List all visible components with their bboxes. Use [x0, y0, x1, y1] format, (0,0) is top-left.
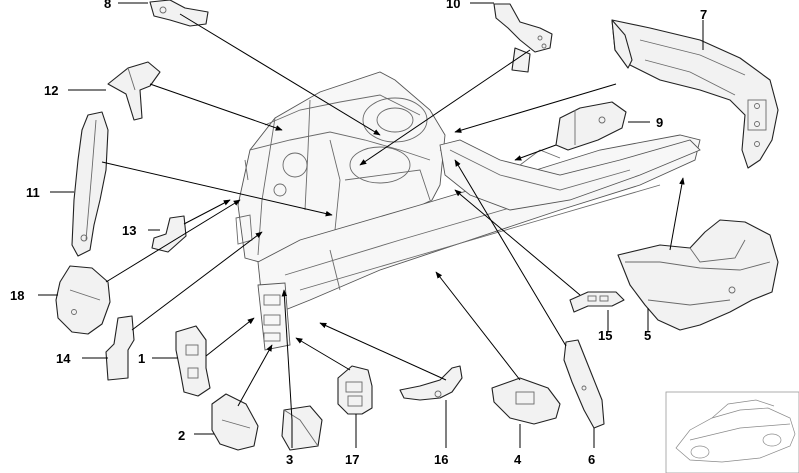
front-end-body-assembly — [235, 71, 701, 351]
part-5-heat-shield — [617, 219, 779, 331]
part-7-wheelhouse-panel — [611, 19, 779, 169]
callout-3: 3 — [286, 452, 293, 467]
callout-1: 1 — [138, 351, 145, 366]
callout-8: 8 — [104, 0, 111, 11]
callout-9: 9 — [656, 115, 663, 130]
part-11-pillar — [71, 111, 109, 257]
callout-7: 7 — [700, 7, 707, 22]
callout-2: 2 — [178, 428, 185, 443]
callout-10: 10 — [446, 0, 460, 11]
part-1-bracket — [175, 325, 211, 397]
leader-lines — [38, 2, 704, 448]
part-3-block — [281, 405, 323, 451]
part-17-bracket — [337, 365, 373, 415]
part-10-bracket — [493, 3, 553, 73]
callout-17: 17 — [345, 452, 359, 467]
callout-18: 18 — [10, 288, 24, 303]
callout-labels: 8 10 7 12 9 11 13 18 15 5 14 1 2 3 17 16… — [10, 0, 707, 467]
callout-16: 16 — [434, 452, 448, 467]
part-15-bracket — [569, 291, 625, 313]
callout-6: 6 — [588, 452, 595, 467]
part-2-bracket — [211, 393, 259, 451]
callout-4: 4 — [514, 452, 522, 467]
callout-12: 12 — [44, 83, 58, 98]
part-12-bracket — [107, 61, 161, 121]
part-18-bracket — [55, 265, 111, 335]
callout-13: 13 — [122, 223, 136, 238]
part-8-bracket — [149, 0, 209, 27]
part-14-plate — [105, 315, 135, 381]
vehicle-thumbnail — [665, 391, 799, 473]
part-6-strip — [563, 339, 605, 429]
callout-11: 11 — [26, 185, 40, 200]
callout-14: 14 — [56, 351, 71, 366]
callout-5: 5 — [644, 328, 651, 343]
part-13-clip — [151, 215, 187, 253]
part-4-bracket — [491, 377, 561, 425]
callout-15: 15 — [598, 328, 612, 343]
part-16-bracket — [399, 365, 463, 401]
part-9-bracket — [555, 101, 627, 151]
